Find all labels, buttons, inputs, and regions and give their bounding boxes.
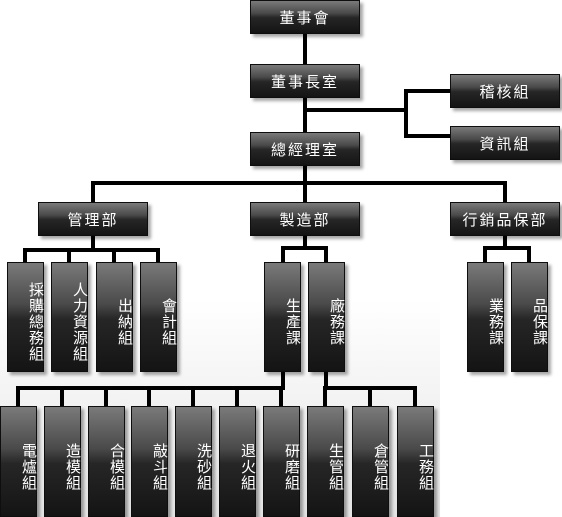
node-label: 電爐組 xyxy=(20,442,38,491)
node-purchasing-general-group: 採購總務組 xyxy=(7,262,45,372)
node-funnel-group: 敲斗組 xyxy=(131,406,169,517)
node-admin-dept: 管理部 xyxy=(38,202,148,236)
node-grinding-group: 研磨組 xyxy=(263,406,301,517)
node-gm-office: 總經理室 xyxy=(250,132,360,166)
node-label: 退火組 xyxy=(239,442,257,491)
node-label: 稽核組 xyxy=(479,82,531,101)
node-label: 合模組 xyxy=(108,442,126,491)
node-engineering-group: 工務組 xyxy=(397,406,435,517)
node-label: 倉管組 xyxy=(372,442,390,491)
node-qa-section: 品保課 xyxy=(511,262,549,372)
node-label: 生管組 xyxy=(327,442,345,491)
node-label: 會計組 xyxy=(160,298,178,346)
node-business-section: 業務課 xyxy=(467,262,505,372)
node-label: 造模組 xyxy=(64,442,82,491)
node-annealing-group: 退火組 xyxy=(219,406,257,517)
node-plating-group: 電爐組 xyxy=(0,406,38,517)
node-label: 研磨組 xyxy=(283,442,301,491)
node-label: 工務組 xyxy=(417,442,435,491)
node-mfg-dept: 製造部 xyxy=(250,202,360,236)
node-label: 敲斗組 xyxy=(151,442,169,491)
node-label: 董事長室 xyxy=(270,72,339,91)
node-label: 管理部 xyxy=(67,210,119,229)
node-hr-group: 人力資源組 xyxy=(51,262,89,372)
node-label: 業務課 xyxy=(487,298,505,346)
node-it-group: 資訊組 xyxy=(450,126,560,160)
node-label: 出納組 xyxy=(116,298,134,346)
node-chairman-office: 董事長室 xyxy=(250,64,360,98)
node-production-section: 生產課 xyxy=(264,262,302,372)
node-cashier-group: 出納組 xyxy=(96,262,134,372)
node-molding-group: 造模組 xyxy=(44,406,82,517)
node-plant-affairs-section: 廠務課 xyxy=(308,262,346,372)
node-label: 廠務課 xyxy=(328,298,346,346)
node-label: 採購總務組 xyxy=(27,282,45,362)
node-label: 人力資源組 xyxy=(71,282,89,362)
node-label: 董事會 xyxy=(279,8,331,27)
node-accounting-group: 會計組 xyxy=(140,262,178,372)
node-label: 洗砂組 xyxy=(195,442,213,491)
node-label: 資訊組 xyxy=(479,134,531,153)
node-marketing-qa-dept: 行銷品保部 xyxy=(450,202,560,236)
node-board: 董事會 xyxy=(250,0,360,34)
node-audit-group: 稽核組 xyxy=(450,74,560,108)
node-label: 行銷品保部 xyxy=(462,210,548,229)
node-warehouse-group: 倉管組 xyxy=(352,406,390,517)
node-label: 生產課 xyxy=(284,298,302,346)
node-production-control-group: 生管組 xyxy=(307,406,345,517)
node-label: 總經理室 xyxy=(270,140,339,159)
node-label: 品保課 xyxy=(531,298,549,346)
node-label: 製造部 xyxy=(279,210,331,229)
node-sand-wash-group: 洗砂組 xyxy=(175,406,213,517)
node-mold-closing-group: 合模組 xyxy=(88,406,126,517)
